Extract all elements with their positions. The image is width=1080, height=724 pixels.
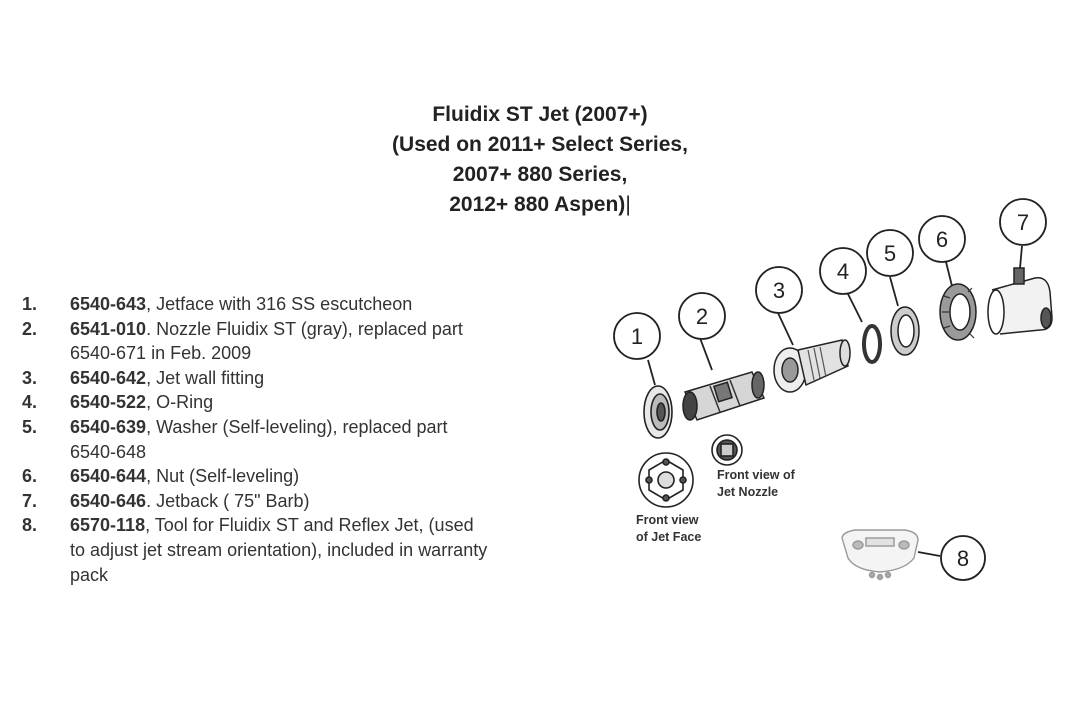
part-number: 6540-642 [70, 367, 147, 388]
title-line-2: (Used on 2011+ Select Series, [392, 133, 688, 156]
item-number: 1. [22, 294, 38, 314]
parts-list-item-3: 3. 6540-642, Jet wall fitting [22, 366, 582, 391]
title-line-3: 2007+ 880 Series, [452, 163, 628, 186]
parts-list-item-4: 4. 6540-522, O-Ring [22, 390, 582, 415]
leader-line-4 [847, 293, 863, 323]
item-number: 7. [22, 490, 38, 511]
part-3-wall-fitting [773, 339, 851, 393]
item-number: 6. [22, 466, 38, 487]
caption-nozzle-2: Jet Nozzle [717, 485, 778, 499]
item-number: 5. [22, 416, 38, 437]
item-number: 8. [22, 515, 38, 536]
part-description: Jet wall fitting [151, 367, 265, 388]
callout-label-5: 5 [884, 241, 896, 266]
leader-line-3 [777, 312, 794, 346]
part-number: 6541-010 [70, 318, 147, 339]
part-number: 6540-643 [70, 294, 147, 314]
callout-label-1: 1 [631, 324, 643, 349]
item-number: 3. [22, 367, 38, 388]
part-description-cont: to adjust jet stream orientation), inclu… [70, 539, 488, 560]
part-description: Washer (Self-leveling), replaced part [151, 416, 448, 437]
callout-label-8: 8 [957, 546, 969, 571]
item-number: 4. [22, 392, 38, 413]
parts-list-item-2: 2. 6541-010. Nozzle Fluidix ST (gray), r… [22, 317, 582, 366]
callout-label-7: 7 [1017, 210, 1029, 235]
part-8-tool [841, 529, 919, 581]
part-number: 6540-639 [70, 416, 147, 437]
callout-label-4: 4 [837, 259, 849, 284]
part-description: Nut (Self-leveling) [151, 466, 300, 487]
leader-line-5 [889, 276, 899, 307]
title-line-4: 2012+ 880 Aspen)| [449, 193, 631, 216]
title-line-1: Fluidix ST Jet (2007+) [432, 103, 648, 126]
part-number: 6540-522 [70, 392, 147, 413]
callout-circle-7 [999, 198, 1047, 246]
item-number: 2. [22, 318, 38, 339]
leader-line-8 [917, 551, 941, 557]
jet-face-front-view [638, 452, 694, 508]
caption-jet-face-2: of Jet Face [636, 530, 701, 544]
callout-label-6: 6 [936, 227, 948, 252]
caption-jet-face-1: Front view [636, 513, 699, 527]
callout-circle-5 [866, 229, 914, 277]
callout-circle-2 [678, 292, 726, 340]
parts-list: 1. 6540-643, Jetface with 316 SS escutch… [22, 292, 582, 587]
callout-label-2: 2 [696, 304, 708, 329]
callout-circle-6 [918, 215, 966, 263]
parts-list-item-7: 7. 6540-646. Jetback ( 75" Barb) [22, 489, 582, 514]
part-7-jetback [987, 267, 1053, 335]
parts-list-item-5: 5. 6540-639, Washer (Self-leveling), rep… [22, 415, 582, 464]
part-description: O-Ring [151, 392, 214, 413]
part-description: Nozzle Fluidix ST (gray), replaced part [151, 318, 463, 339]
part-1-jetface [643, 385, 673, 439]
part-description-cont: 6540-648 [70, 441, 147, 462]
part-5-washer [890, 306, 920, 356]
part-description-cont: pack [70, 564, 109, 585]
part-description: Jetback ( 75" Barb) [151, 490, 310, 511]
callout-circle-4 [819, 247, 867, 295]
callout-circle-1 [613, 312, 661, 360]
part-description: Jetface with 316 SS escutcheon [151, 294, 413, 314]
part-6-nut [939, 283, 977, 341]
part-number: 6570-118 [70, 515, 146, 536]
parts-list-item-8: 8. 6570-118, Tool for Fluidix ST and Ref… [22, 513, 582, 587]
part-2-nozzle [682, 371, 766, 421]
callout-circle-3 [755, 266, 803, 314]
leader-line-7 [1019, 245, 1023, 269]
leader-line-1 [647, 359, 656, 386]
part-number: 6540-646 [70, 490, 147, 511]
callout-label-3: 3 [773, 278, 785, 303]
part-4-oring [862, 324, 882, 364]
parts-list-item-6: 6. 6540-644, Nut (Self-leveling) [22, 464, 582, 489]
callout-circle-8 [940, 535, 986, 581]
leader-line-6 [945, 261, 953, 287]
part-description: Tool for Fluidix ST and Reflex Jet, (use… [150, 515, 474, 536]
diagram-title: Fluidix ST Jet (2007+) (Used on 2011+ Se… [300, 100, 780, 220]
jet-nozzle-front-view [711, 434, 743, 466]
part-number: 6540-644 [70, 466, 147, 487]
part-description-cont: 6540-671 in Feb. 2009 [70, 343, 252, 364]
parts-list-item-1: 1. 6540-643, Jetface with 316 SS escutch… [22, 292, 582, 317]
leader-line-2 [699, 337, 713, 371]
caption-nozzle-1: Front view of [717, 468, 796, 482]
